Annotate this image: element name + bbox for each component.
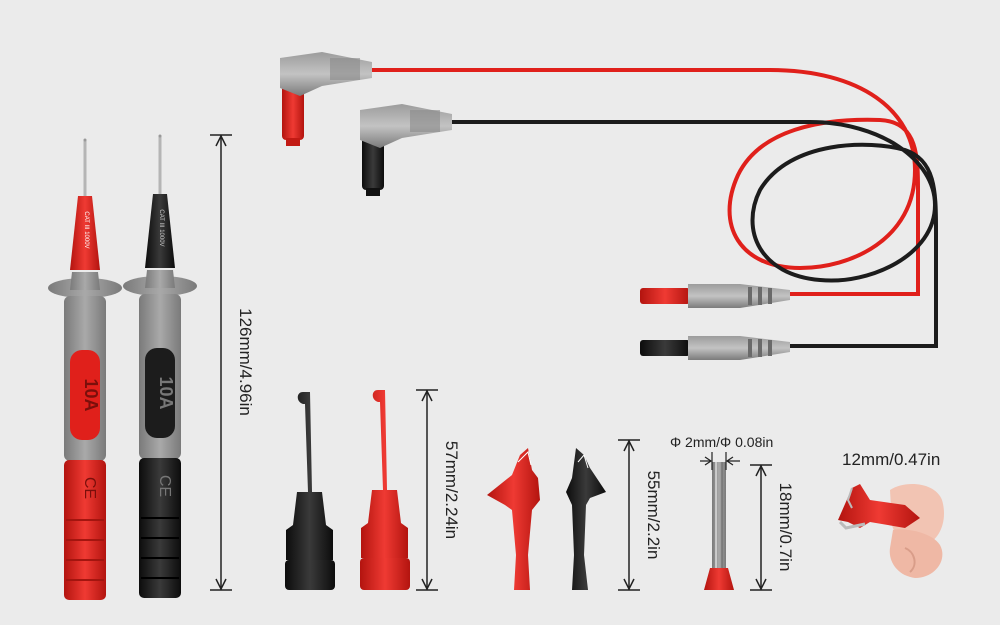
pin-adapter xyxy=(704,462,734,590)
probe-voltage-text-black: CAT III 1000V xyxy=(158,209,164,246)
mini-clip-opening-label: 12mm/0.47in xyxy=(842,450,940,469)
pin-length-dimension xyxy=(750,464,772,591)
probe-length-dimension xyxy=(210,134,232,591)
red-right-angle-plug xyxy=(280,52,372,146)
red-straight-plug xyxy=(640,284,790,308)
test-lead-cables xyxy=(372,68,938,348)
clip-length-dimension xyxy=(618,439,640,591)
probe-ce-mark-black: CE xyxy=(156,475,173,497)
probe-length-label: 126mm/4.96in xyxy=(236,308,255,416)
clip-length-label: 55mm/2.2in xyxy=(644,471,663,560)
black-right-angle-plug xyxy=(360,104,452,196)
red-test-probe: 10A CE CAT III 1000V xyxy=(48,138,122,600)
probe-rating-text-black: 10A xyxy=(156,376,176,409)
red-hook-clip xyxy=(360,390,410,590)
red-alligator-clip xyxy=(487,448,540,590)
black-alligator-clip xyxy=(566,448,606,590)
pin-diameter-label: Φ 2mm/Φ 0.08in xyxy=(670,434,773,450)
hook-length-dimension xyxy=(416,389,438,591)
pin-length-label: 18mm/0.7in xyxy=(776,483,795,572)
pin-diameter-dimension xyxy=(700,452,740,470)
black-test-probe: 10A CE CAT III 1000V xyxy=(123,134,197,598)
probe-voltage-text: CAT III 1000V xyxy=(83,211,89,248)
black-hook-clip xyxy=(285,392,335,590)
mini-clip-in-hand xyxy=(838,484,945,578)
hook-length-label: 57mm/2.24in xyxy=(442,441,461,539)
probe-ce-mark: CE xyxy=(81,477,98,499)
black-straight-plug xyxy=(640,336,790,360)
probe-rating-text: 10A xyxy=(81,378,101,411)
